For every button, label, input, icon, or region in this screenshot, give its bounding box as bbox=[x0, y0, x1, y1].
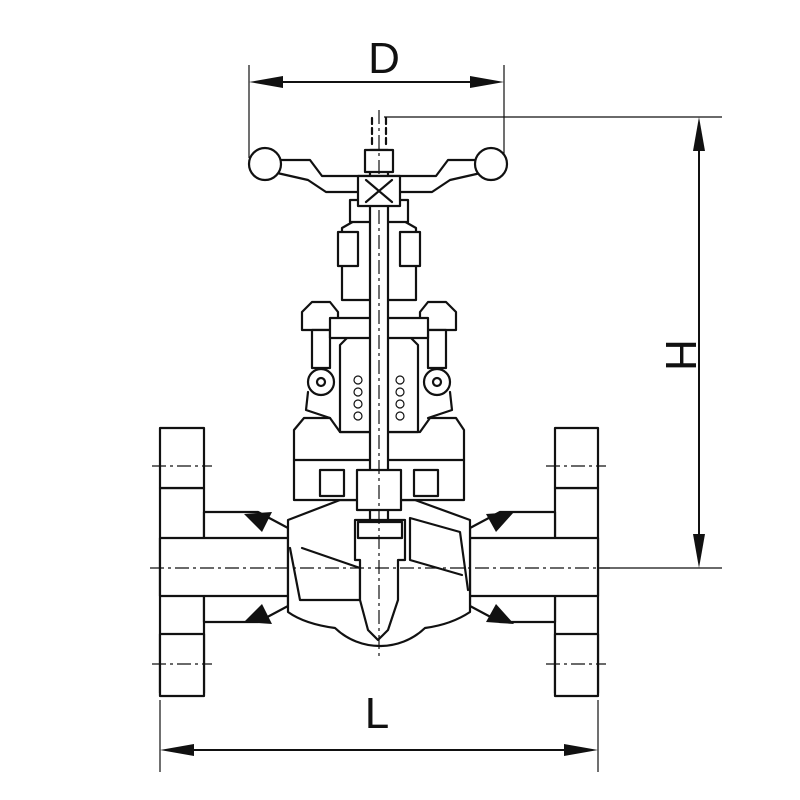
dimension-l: L bbox=[159, 689, 599, 772]
l-label: L bbox=[365, 689, 389, 738]
bonnet bbox=[292, 198, 466, 502]
d-label: D bbox=[368, 34, 400, 83]
dimension-h: H bbox=[384, 116, 722, 569]
handwheel-rim-right bbox=[473, 146, 509, 182]
yoke-lug-left bbox=[336, 230, 360, 268]
left-flange-bolt-bottom bbox=[158, 632, 206, 698]
bonnet-nut-right bbox=[412, 468, 440, 498]
weld-top-right bbox=[486, 512, 514, 532]
h-arrow-top bbox=[693, 117, 705, 151]
disc-nut bbox=[356, 520, 404, 540]
d-arrow-right bbox=[470, 76, 504, 88]
weld-bottom-right bbox=[486, 604, 514, 624]
yoke-lug-right bbox=[398, 230, 422, 268]
dimension-d: D bbox=[248, 34, 505, 158]
right-flange-bolt-bottom bbox=[553, 632, 600, 698]
left-bore bbox=[158, 536, 290, 598]
h-arrow-bottom bbox=[693, 534, 705, 568]
packing bbox=[353, 375, 405, 421]
bonnet-nut-left bbox=[318, 468, 346, 498]
l-arrow-left bbox=[160, 744, 194, 756]
handwheel-rim-left bbox=[247, 146, 283, 182]
weld-bottom-left bbox=[244, 604, 272, 624]
stem bbox=[355, 110, 403, 660]
l-arrow-right bbox=[564, 744, 598, 756]
right-flange-bolt-top bbox=[553, 426, 600, 490]
h-label: H bbox=[656, 339, 705, 371]
handwheel bbox=[247, 146, 509, 208]
valve-disc bbox=[353, 518, 407, 642]
left-flange-bolt-top bbox=[158, 426, 206, 490]
right-bore bbox=[468, 536, 600, 598]
weld-top-left bbox=[244, 512, 272, 532]
valve-body bbox=[150, 426, 610, 698]
flow-passage-right bbox=[408, 516, 470, 592]
d-arrow-left bbox=[249, 76, 283, 88]
eyebolt-right bbox=[418, 300, 458, 420]
